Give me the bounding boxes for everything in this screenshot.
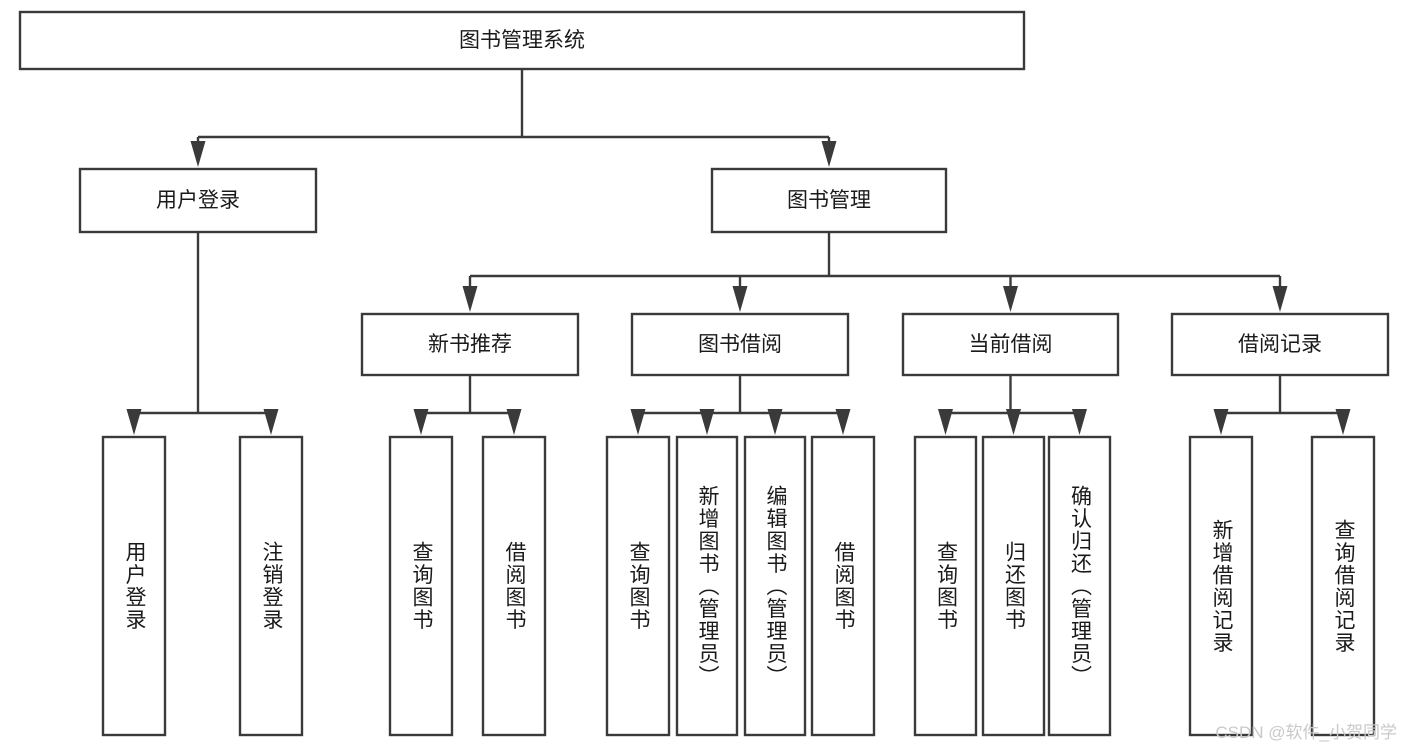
node-leaf-borrow-lend[interactable]	[810, 435, 876, 737]
node-box[interactable]	[675, 435, 739, 737]
node-leaf-rec-query[interactable]	[388, 435, 454, 737]
arrow-head-icon	[699, 409, 715, 435]
node-box[interactable]	[1170, 312, 1390, 377]
node-book-borrow[interactable]: 图书借阅	[630, 312, 850, 377]
node-leaf-cur-confirm[interactable]	[1047, 435, 1112, 737]
node-box[interactable]	[901, 312, 1120, 377]
node-box[interactable]	[101, 435, 167, 737]
node-label: 图书管理	[787, 189, 871, 212]
node-leaf-borrow-query[interactable]	[605, 435, 671, 737]
node-box[interactable]	[238, 435, 304, 737]
node-box[interactable]	[981, 435, 1046, 737]
arrow-head-icon	[1006, 409, 1021, 435]
arrow-head-icon	[1213, 409, 1229, 435]
node-box[interactable]	[1310, 435, 1376, 737]
node-new-book-rec[interactable]: 新书推荐	[360, 312, 580, 377]
node-book-manage[interactable]: 图书管理	[710, 167, 948, 234]
node-leaf-user-logout[interactable]	[238, 435, 304, 737]
arrow-head-icon	[413, 409, 429, 435]
node-box[interactable]	[810, 435, 876, 737]
node-leaf-rec-search[interactable]	[1310, 435, 1376, 737]
node-label: 图书管理系统	[459, 29, 585, 52]
node-label: 新书推荐	[428, 333, 512, 356]
node-leaf-cur-return[interactable]	[981, 435, 1046, 737]
arrow-head-icon	[835, 409, 851, 435]
node-box[interactable]	[388, 435, 454, 737]
node-box[interactable]	[605, 435, 671, 737]
node-box[interactable]	[18, 10, 1026, 71]
node-box[interactable]	[913, 435, 978, 737]
node-leaf-rec-add[interactable]	[1188, 435, 1254, 737]
node-box[interactable]	[78, 167, 318, 234]
node-box[interactable]	[1047, 435, 1112, 737]
arrow-head-icon	[630, 409, 646, 435]
node-box[interactable]	[630, 312, 850, 377]
arrow-head-icon	[190, 141, 206, 167]
connector-layer	[126, 69, 1351, 435]
node-current-borrow[interactable]: 当前借阅	[901, 312, 1120, 377]
node-label: 借阅记录	[1238, 333, 1322, 356]
node-box[interactable]	[1188, 435, 1254, 737]
arrow-head-icon	[462, 286, 478, 312]
node-leaf-borrow-add[interactable]	[675, 435, 739, 737]
arrow-head-icon	[1335, 409, 1351, 435]
node-leaf-user-login[interactable]	[101, 435, 167, 737]
arrow-head-icon	[1272, 286, 1288, 312]
node-box[interactable]	[743, 435, 807, 737]
arrow-head-icon	[938, 409, 953, 435]
node-label: 当前借阅	[969, 333, 1053, 356]
node-leaf-borrow-edit[interactable]	[743, 435, 807, 737]
node-leaf-cur-query[interactable]	[913, 435, 978, 737]
arrow-head-icon	[1072, 409, 1087, 435]
node-user-login[interactable]: 用户登录	[78, 167, 318, 234]
arrow-head-icon	[506, 409, 522, 435]
node-label: 图书借阅	[698, 333, 782, 356]
node-box[interactable]	[481, 435, 547, 737]
arrow-head-icon	[732, 286, 748, 312]
arrow-head-icon	[767, 409, 783, 435]
arrow-head-icon	[126, 409, 142, 435]
node-box[interactable]	[360, 312, 580, 377]
node-borrow-record[interactable]: 借阅记录	[1170, 312, 1390, 377]
arrow-head-icon	[263, 409, 279, 435]
arrow-head-icon	[1003, 286, 1018, 312]
node-leaf-rec-borrow[interactable]	[481, 435, 547, 737]
node-label: 用户登录	[156, 189, 240, 212]
arrow-head-icon	[821, 141, 837, 167]
node-box[interactable]	[710, 167, 948, 234]
node-root[interactable]: 图书管理系统	[18, 10, 1026, 71]
